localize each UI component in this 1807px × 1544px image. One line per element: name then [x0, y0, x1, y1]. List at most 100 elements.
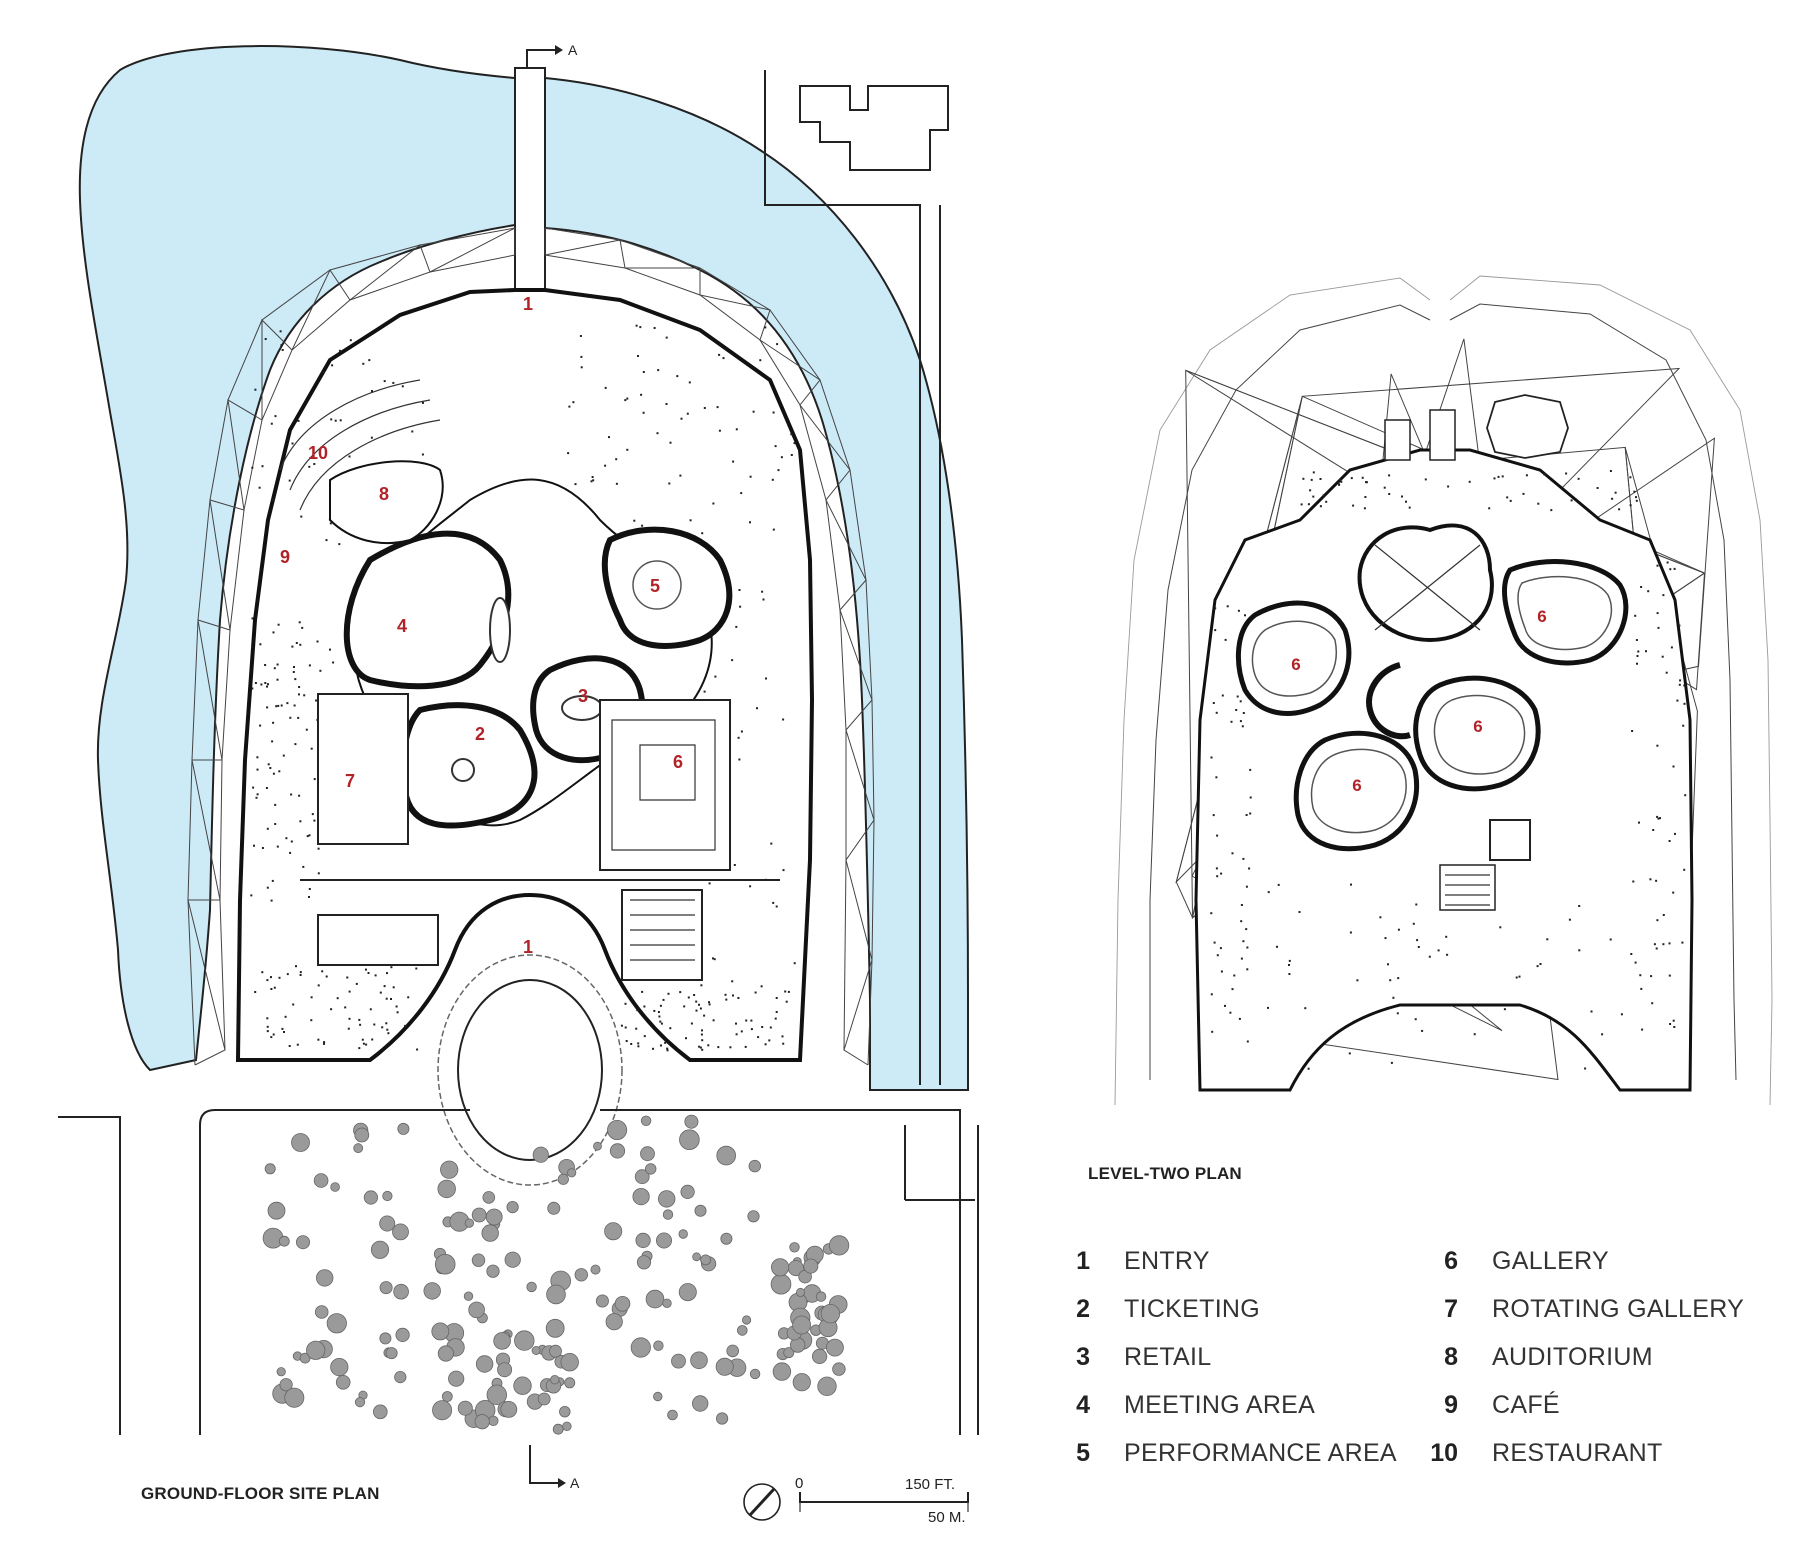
stipple-dot — [1518, 975, 1521, 978]
stipple-dot — [323, 1042, 325, 1045]
stipple-dot — [772, 528, 775, 531]
stipple-dot — [301, 626, 304, 629]
tree-canopy — [278, 1235, 290, 1247]
stipple-dot — [300, 515, 303, 518]
stipple-dot — [251, 646, 253, 649]
stipple-dot — [295, 642, 298, 644]
stipple-dot — [668, 482, 671, 485]
stipple-dot — [274, 823, 277, 825]
stipple-dot — [386, 1028, 389, 1031]
stipple-dot — [280, 704, 283, 707]
stipple-dot — [387, 1032, 390, 1035]
stipple-dot — [373, 1023, 376, 1026]
stipple-dot — [579, 335, 582, 337]
stipple-dot — [1248, 867, 1251, 870]
stipple-dot — [281, 1027, 284, 1030]
tree-canopy — [379, 1281, 393, 1295]
stipple-dot — [321, 970, 324, 973]
stipple-dot — [1683, 684, 1686, 687]
auditorium-block[interactable] — [329, 460, 444, 544]
canopy-outline-inner — [219, 254, 847, 1051]
level-two-stipple — [1210, 470, 1687, 1070]
stipple-dot — [1236, 695, 1239, 698]
stipple-dot — [1647, 590, 1650, 593]
stipple-dot — [290, 793, 293, 796]
stipple-dot — [347, 1027, 350, 1030]
section-mark-top: A — [526, 42, 578, 68]
stipple-dot — [1415, 903, 1418, 906]
label-entry-south: 1 — [523, 937, 533, 957]
stipple-dot — [1288, 959, 1291, 962]
stipple-dot — [1447, 485, 1450, 488]
stipple-dot — [1412, 922, 1415, 925]
stipple-dot — [1237, 609, 1240, 612]
tree-canopy — [514, 1330, 535, 1351]
stipple-dot — [261, 465, 264, 468]
stipple-dot — [688, 381, 691, 384]
stipple-dot — [1212, 702, 1215, 704]
stipple-dot — [1350, 883, 1352, 886]
tree-canopy — [353, 1143, 364, 1154]
stipple-dot — [762, 598, 765, 601]
tree-canopy — [471, 1207, 487, 1223]
stipple-dot — [615, 458, 618, 461]
tree-canopy — [545, 1318, 565, 1338]
stipple-dot — [749, 475, 752, 478]
meeting-area-lobe[interactable] — [343, 530, 512, 690]
gallery-lobe-east[interactable] — [1502, 559, 1629, 666]
rotating-gallery-block[interactable] — [317, 693, 409, 845]
stipple-dot — [374, 974, 377, 977]
stipple-dot — [1249, 796, 1252, 799]
gallery-lobe-center[interactable] — [1413, 675, 1541, 792]
stipple-dot — [396, 1011, 399, 1014]
tree-canopy — [335, 1375, 351, 1390]
stipple-dot — [1652, 829, 1655, 831]
stipple-dot — [294, 678, 297, 681]
entrance-plaza — [437, 954, 623, 1186]
tree-canopy — [441, 1391, 453, 1402]
stipple-dot — [633, 519, 636, 522]
stipple-dot — [1241, 725, 1244, 728]
tree-canopy — [379, 1215, 396, 1232]
stipple-dot — [1213, 941, 1216, 944]
stipple-dot — [701, 1029, 703, 1032]
stipple-dot — [293, 704, 296, 707]
stipple-dot — [722, 357, 725, 360]
stipple-dot — [390, 966, 393, 969]
stipple-dot — [1363, 507, 1366, 510]
stipple-dot — [273, 667, 276, 670]
stipple-dot — [1414, 1018, 1417, 1021]
stipple-dot — [1609, 938, 1612, 941]
stipple-dot — [295, 965, 297, 968]
gallery-lobe-west[interactable] — [1235, 600, 1352, 716]
stipple-dot — [272, 631, 275, 634]
stipple-dot — [274, 803, 277, 806]
tree-canopy — [394, 1371, 407, 1384]
gallery-block-ground[interactable] — [599, 699, 731, 871]
stipple-dot — [1246, 1040, 1249, 1043]
scale-meters: 50 M. — [928, 1509, 966, 1526]
stipple-dot — [1641, 1028, 1644, 1031]
stipple-dot — [298, 794, 301, 797]
stipple-dot — [659, 1020, 662, 1023]
tree-canopy — [264, 1163, 276, 1175]
stipple-dot — [280, 344, 283, 347]
tree-canopy — [550, 1374, 560, 1385]
tree-canopy — [485, 1208, 503, 1226]
stipple-dot — [793, 962, 796, 965]
stipple-dot — [699, 1007, 702, 1010]
stipple-dot — [392, 381, 395, 384]
stipple-dot — [299, 643, 302, 646]
stipple-dot — [273, 986, 276, 989]
stipple-dot — [653, 1009, 656, 1012]
stipple-dot — [1211, 1030, 1214, 1033]
stipple-dot — [1221, 694, 1224, 697]
stipple-dot — [358, 1047, 361, 1050]
stipple-dot — [1437, 949, 1440, 952]
stipple-dot — [1397, 977, 1400, 980]
tree-canopy — [635, 1232, 651, 1249]
gallery-lobe-south[interactable] — [1293, 730, 1420, 852]
stipple-dot — [1240, 920, 1243, 923]
stipple-dot — [1310, 478, 1313, 481]
stipple-dot — [793, 442, 796, 445]
